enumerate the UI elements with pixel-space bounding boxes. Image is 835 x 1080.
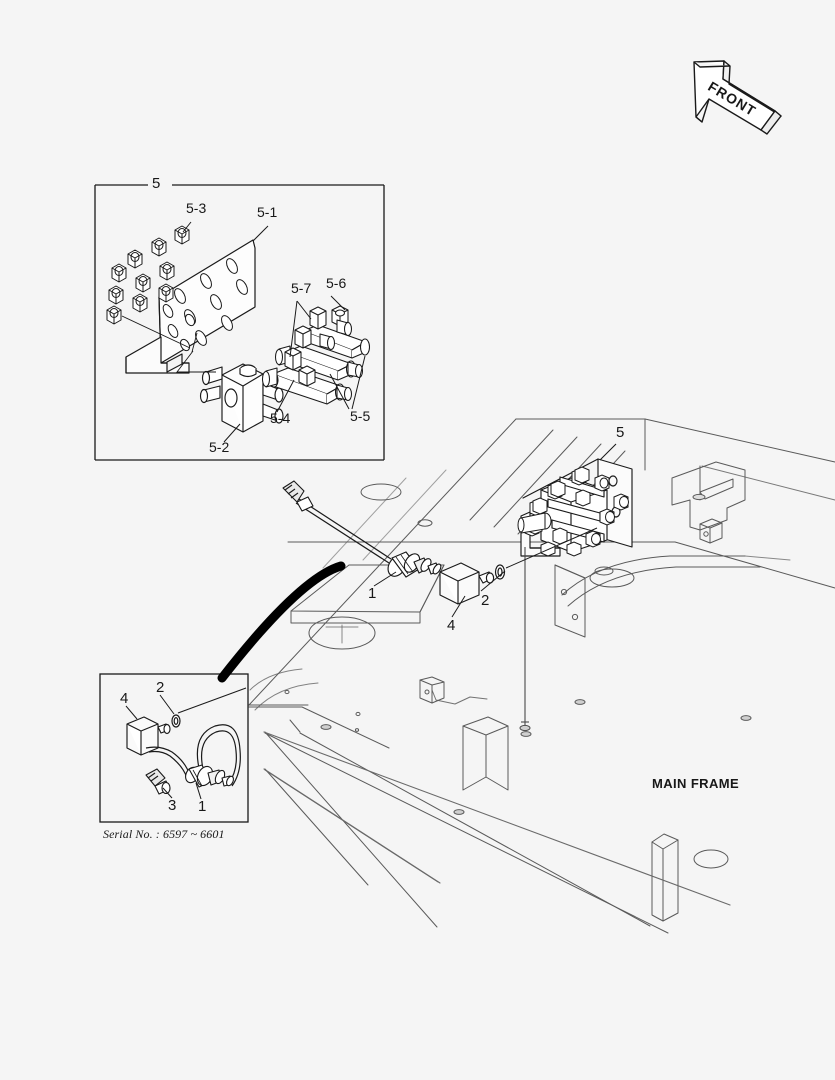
callout-5-7: 5-7 — [291, 280, 312, 296]
callout-5-5: 5-5 — [350, 408, 371, 424]
callout-inset-2: 2 — [156, 679, 165, 696]
main-frame-label: MAIN FRAME — [652, 776, 740, 791]
detail-box-title: 5 — [152, 175, 161, 192]
callout-main-1: 1 — [368, 585, 377, 602]
callout-inset-3: 3 — [168, 797, 177, 814]
callout-5-2: 5-2 — [209, 439, 230, 455]
callout-5-3: 5-3 — [186, 200, 207, 216]
callout-main-2: 2 — [481, 592, 490, 609]
callout-5-4: 5-4 — [270, 410, 291, 426]
callout-main-5: 5 — [616, 424, 625, 441]
callout-5-6: 5-6 — [326, 275, 347, 291]
callout-5-1: 5-1 — [257, 204, 278, 220]
callout-inset-1: 1 — [198, 798, 207, 815]
callout-inset-4: 4 — [120, 690, 129, 707]
inset-serial-caption: Serial No. : 6597 ~ 6601 — [103, 827, 225, 841]
callout-main-4: 4 — [447, 617, 456, 634]
